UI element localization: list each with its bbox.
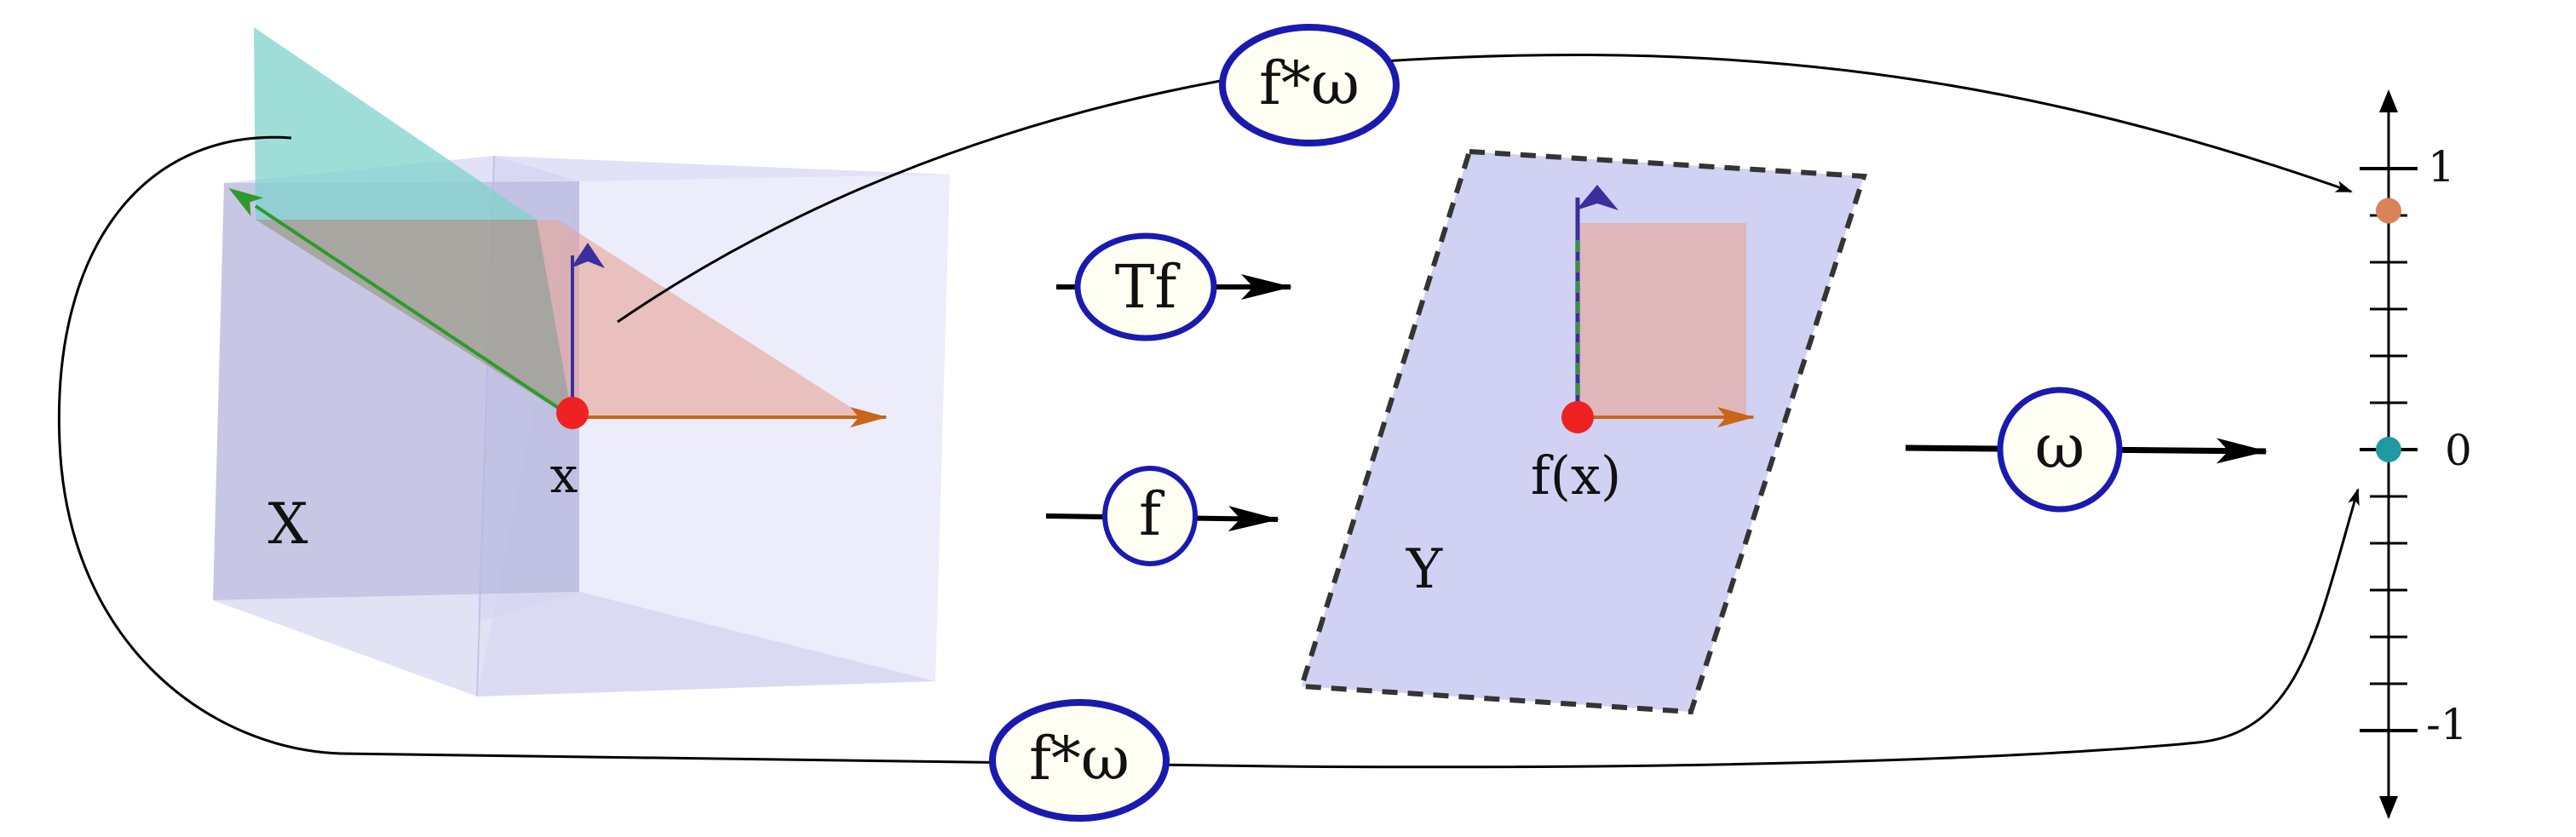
pullback-bottom-bubble (989, 699, 1170, 822)
pullback-bottom-label: f*ω (1029, 724, 1130, 794)
tick-label-minus-1: -1 (2426, 700, 2468, 749)
value-marker-teal (2376, 437, 2401, 462)
map-omega-bubble (1997, 387, 2123, 513)
map-f: f (1045, 466, 1279, 566)
map-tf-label: Tf (1115, 252, 1182, 322)
pullback-bottom: f*ω (989, 699, 1170, 822)
point-x-label: x (550, 446, 578, 504)
tick-label-0: 0 (2445, 426, 2472, 475)
map-f-label: f (1139, 479, 1165, 549)
number-line-arrow-bottom (2379, 796, 2398, 819)
map-omega-label: ω (2035, 410, 2085, 482)
value-marker-orange (2376, 198, 2401, 224)
space-y-label: Y (1406, 538, 1443, 601)
map-omega: ω (1905, 387, 2268, 513)
pullback-bottom-curve (57, 135, 2360, 769)
pullback-top-bubble (1219, 24, 1400, 146)
point-fx (1561, 401, 1594, 433)
image-plane-salmon (1578, 223, 1746, 417)
map-f-bubble (1102, 466, 1198, 566)
vector-green (228, 187, 574, 419)
pullback-top-label: f*ω (1259, 49, 1360, 118)
map-tf: Tf (1056, 232, 1292, 341)
point-fx-label: f(x) (1531, 444, 1621, 507)
pullback-top: f*ω (1219, 24, 1400, 146)
number-line: 1 0 -1 (2360, 89, 2472, 819)
tangent-plane-cyan (254, 27, 537, 220)
tick-label-1: 1 (2428, 142, 2455, 192)
map-tf-bubble (1074, 232, 1217, 341)
space-x-label: X (268, 491, 308, 557)
point-x (556, 397, 589, 429)
number-line-arrow-top (2379, 89, 2398, 112)
tangent-plane-salmon (256, 220, 869, 419)
